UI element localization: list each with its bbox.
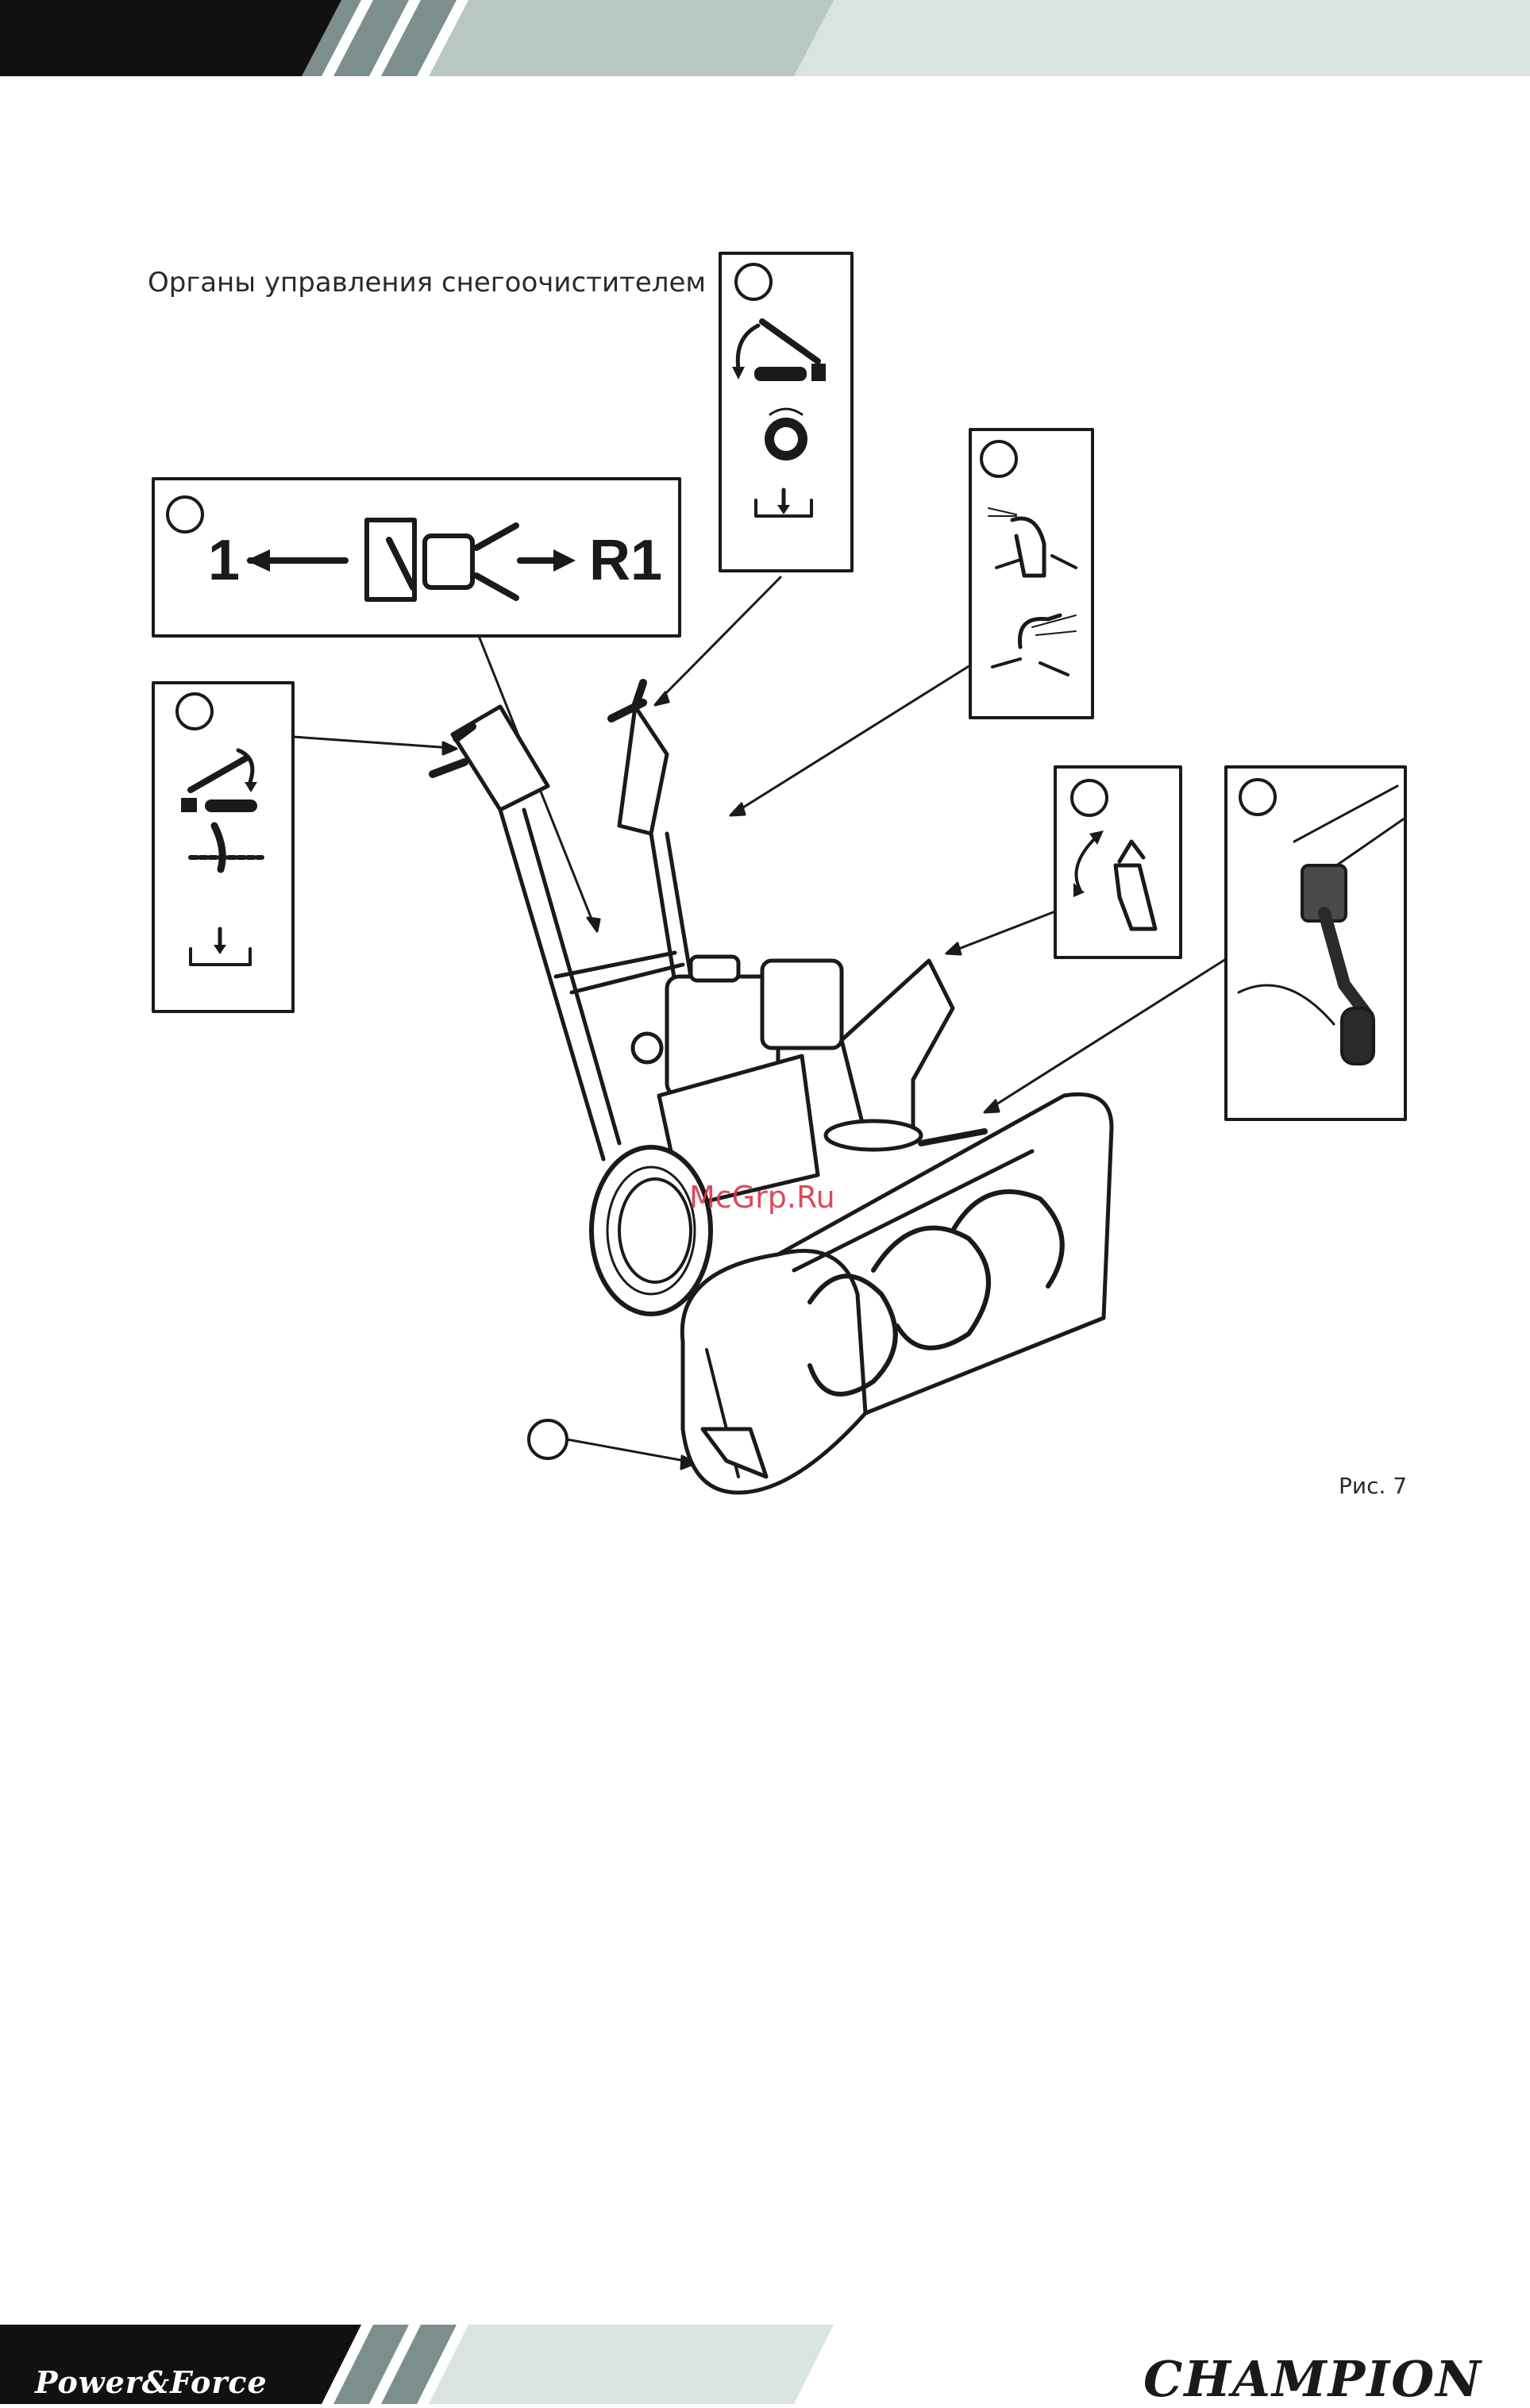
snowblower-diagram: 1 R1 [0, 0, 1530, 1588]
footer-brand-logo: CHAMPION [1143, 2350, 1482, 2408]
gear-forward-label: 1 [208, 529, 240, 592]
panel-chute-rotation [1055, 767, 1181, 957]
figure-caption: Рис. 7 [1339, 1473, 1407, 1499]
panel-chute-crank [1226, 767, 1405, 1119]
footer-brand-left: Power&Force [35, 2364, 268, 2400]
gear-reverse-label: R1 [589, 529, 662, 592]
callout-skid-shoe [529, 1420, 567, 1458]
panel-auger-control [720, 253, 852, 571]
watermark: McGrp.Ru [689, 1180, 835, 1215]
panel-chute-deflector [970, 430, 1093, 718]
panel-drive-control [153, 683, 293, 1011]
snowblower-body [433, 683, 1112, 1493]
